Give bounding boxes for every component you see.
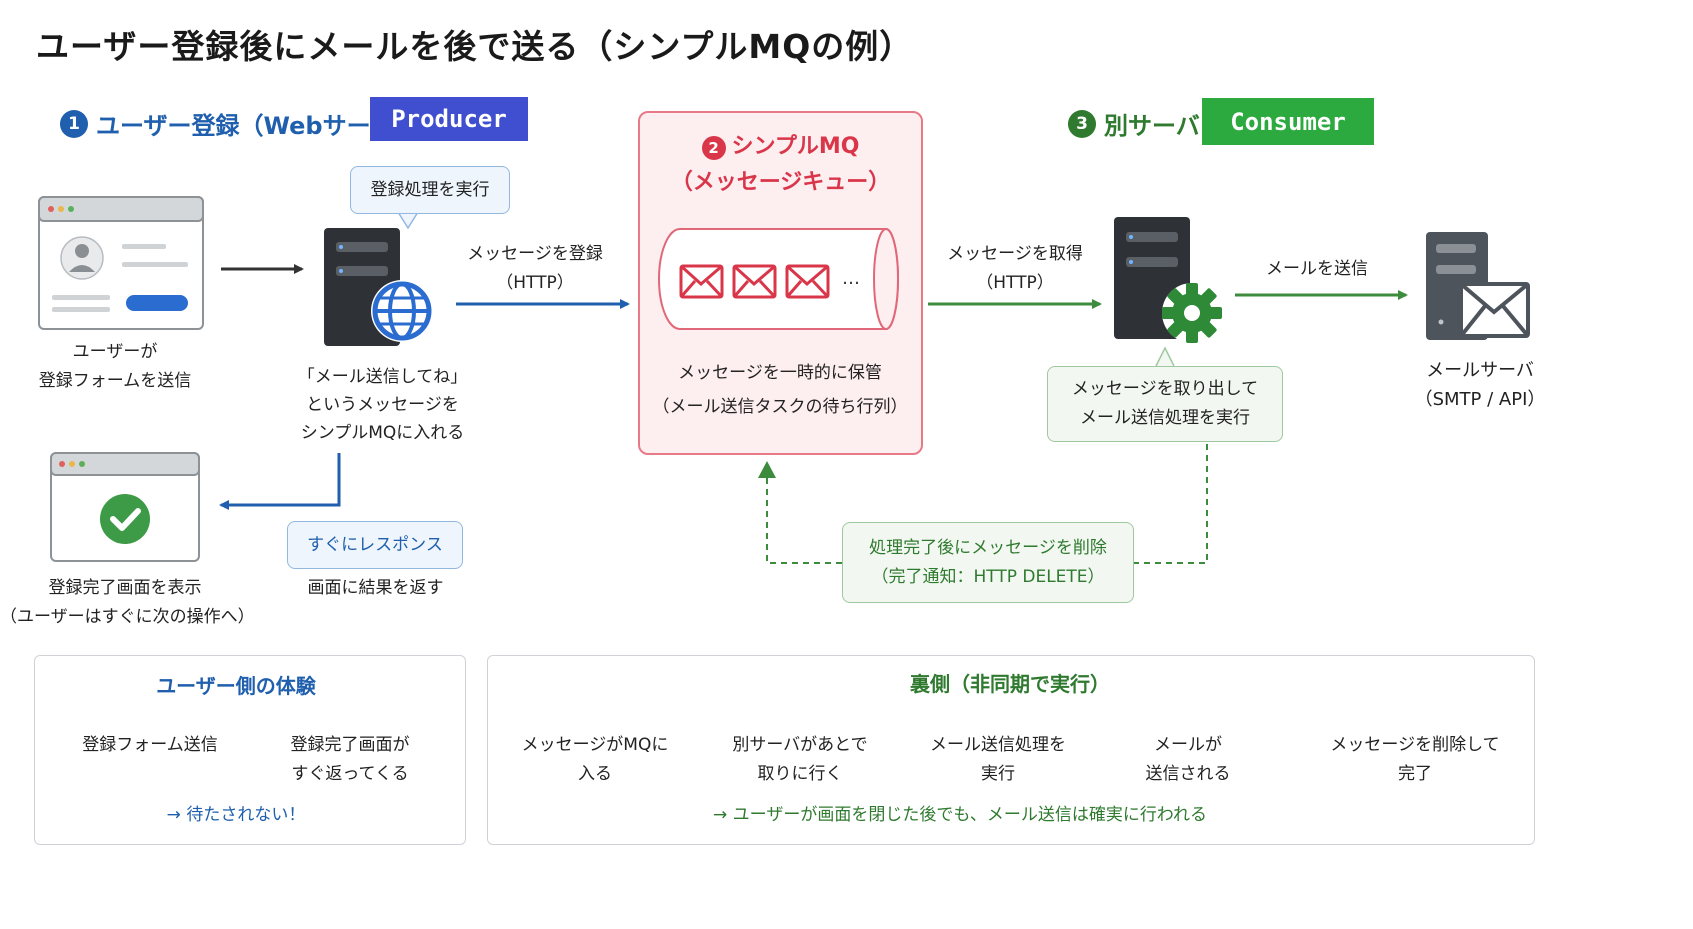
section-label: 別サーバ [1104, 112, 1200, 140]
section-number: 3 [1068, 109, 1096, 138]
user-panel-title: ユーザー側の体験 [156, 674, 316, 698]
mail-server-icon [1426, 232, 1530, 340]
producer-tag: Producer [370, 97, 528, 141]
section-number: 1 [60, 109, 88, 138]
user-panel-note: → 待たされない！ [166, 805, 306, 825]
step-line: メール送信処理を [930, 735, 1066, 755]
user-experience-panel [34, 655, 466, 845]
step-line: 取りに行く [757, 764, 843, 784]
mq-store-caption: メッセージを一時的に保管 （メール送信タスクの待ち行列） [640, 356, 920, 424]
immediate-response-bubble: すぐにレスポンス [287, 521, 463, 569]
mail-icon [785, 264, 830, 299]
bubble-line: メッセージを取り出して [1071, 379, 1259, 399]
caption-line: メッセージを一時的に保管 [678, 363, 882, 383]
caption-line: メールサーバ [1426, 360, 1534, 381]
section-other-header: 3 別サーバ [1068, 106, 1200, 141]
back-panel-title: 裏側（非同期で実行） [910, 672, 1110, 696]
caption-line: 「メール送信してね」 [297, 367, 468, 387]
caption-line: というメッセージを [306, 395, 459, 415]
step-line: 別サーバがあとで [732, 735, 868, 755]
globe-icon [371, 280, 433, 342]
get-msg-label: メッセージを取得 （HTTP） [935, 240, 1095, 298]
queue-ellipsis: … [842, 268, 860, 289]
check-icon [100, 494, 150, 544]
back-step: 別サーバがあとで 取りに行く [705, 731, 895, 789]
user-step: 登録フォーム送信 [60, 731, 240, 760]
arrow-response [219, 453, 341, 510]
queue-icon [658, 228, 899, 330]
back-step: メッセージがMQに 入る [500, 731, 690, 789]
mq-title-line1: シンプルMQ [731, 134, 860, 159]
caption-line: （メール送信タスクの待ち行列） [652, 397, 908, 417]
back-step: メールが 送信される [1093, 731, 1283, 789]
step-line: すぐ返ってくる [291, 764, 409, 784]
delete-path-left [766, 476, 842, 564]
gear-icon [1162, 283, 1222, 343]
section-label: ユーザー登録（Webサーバ） [96, 112, 419, 140]
mail-icon [732, 264, 777, 299]
step-line: メッセージを削除して [1330, 735, 1500, 755]
user-form-caption: ユーザーが 登録フォームを送信 [20, 338, 210, 396]
delete-path-right [1134, 444, 1208, 564]
caption-line: ユーザーが [72, 342, 158, 362]
caption-line: （ユーザーはすぐに次の操作へ） [0, 607, 255, 627]
web-server-caption: 「メール送信してね」 というメッセージを シンプルMQに入れる [275, 363, 490, 447]
section-number: 2 [701, 136, 726, 160]
label-line: メッセージを登録 [467, 244, 603, 264]
delete-bubble: 処理完了後にメッセージを削除 （完了通知：HTTP DELETE） [842, 522, 1134, 603]
step-line: 完了 [1398, 764, 1432, 784]
response-caption: 画面に結果を返す [307, 578, 444, 598]
step-line: メッセージがMQに [521, 735, 669, 755]
back-step: メール送信処理を 実行 [903, 731, 1093, 789]
delete-arrowhead [758, 461, 776, 478]
consumer-process-bubble: メッセージを取り出して メール送信処理を実行 [1047, 366, 1283, 442]
register-bubble: 登録処理を実行 [350, 166, 510, 214]
page-title: ユーザー登録後にメールを後で送る（シンプルMQの例） [36, 27, 914, 66]
consumer-tag: Consumer [1202, 98, 1374, 145]
back-panel-note: → ユーザーが画面を閉じた後でも、メール送信は確実に行われる [713, 805, 1207, 825]
caption-line: シンプルMQに入れる [300, 423, 465, 443]
step-line: 送信される [1145, 764, 1231, 784]
browser-form-icon [38, 196, 204, 330]
step-line: 実行 [981, 764, 1015, 784]
step-line: 登録完了画面が [290, 735, 410, 755]
label-line: （HTTP） [976, 273, 1054, 293]
mq-title-line2: （メッセージキュー） [670, 170, 891, 195]
bubble-tail [1155, 346, 1175, 367]
back-step: メッセージを削除して 完了 [1305, 731, 1525, 789]
bubble-tail [397, 211, 419, 230]
label-line: メッセージを取得 [947, 244, 1083, 264]
step-line: 登録フォーム送信 [82, 735, 218, 755]
register-msg-label: メッセージを登録 （HTTP） [455, 240, 615, 298]
bubble-line: （完了通知：HTTP DELETE） [871, 566, 1105, 587]
section-web-header: 1 ユーザー登録（Webサーバ） [60, 106, 418, 141]
caption-line: 登録フォームを送信 [38, 371, 192, 391]
bubble-line: メール送信処理を実行 [1080, 408, 1250, 428]
step-line: メールが [1154, 735, 1222, 755]
bubble-line: 処理完了後にメッセージを削除 [869, 537, 1107, 558]
mail-server-caption: メールサーバ （SMTP / API） [1405, 356, 1555, 414]
backend-panel [487, 655, 1535, 845]
label-line: （HTTP） [496, 273, 574, 293]
step-line: 入る [578, 764, 612, 784]
complete-screen-caption: 登録完了画面を表示 （ユーザーはすぐに次の操作へ） [0, 574, 255, 632]
caption-line: 登録完了画面を表示 [48, 578, 202, 598]
mail-icon [679, 264, 724, 299]
user-step: 登録完了画面が すぐ返ってくる [265, 731, 435, 789]
caption-line: （SMTP / API） [1414, 389, 1546, 410]
send-mail-label: メールを送信 [1266, 259, 1368, 279]
